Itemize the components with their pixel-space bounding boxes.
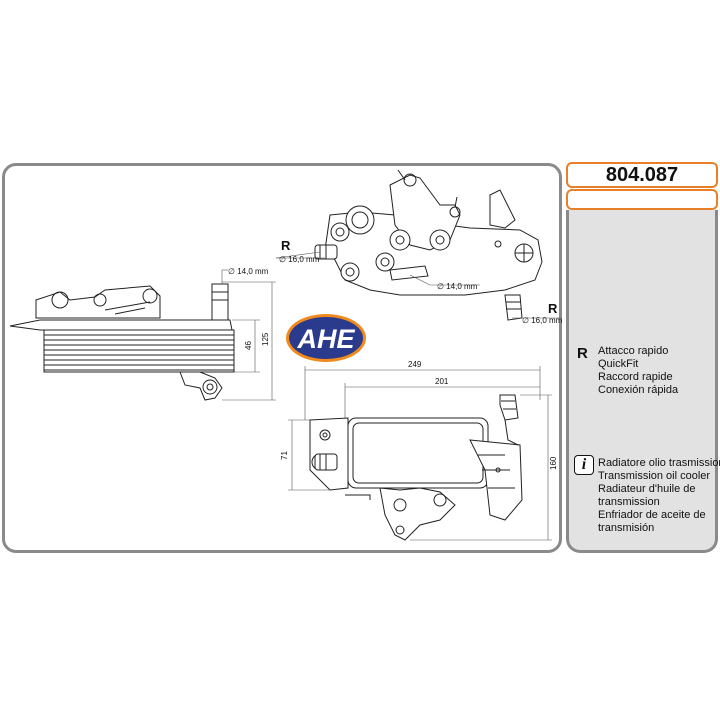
dim-height-small: 46 [244, 341, 253, 350]
legend-line: Conexión rápida [598, 384, 679, 396]
part-number: 804.087 [566, 162, 718, 188]
side-view [9, 283, 235, 401]
description-line: transmisión [598, 522, 655, 534]
top-view [314, 169, 543, 321]
leader-lines [275, 251, 560, 319]
info-icon: i [574, 455, 594, 475]
callout-r-right: R [548, 301, 558, 316]
dim-diameter-4: ∅ 16,0 mm [522, 316, 563, 325]
dim-diameter-1: ∅ 14,0 mm [228, 267, 269, 276]
dim-width-total: 160 [549, 456, 558, 470]
logo-text: AHE [296, 324, 355, 354]
front-view [309, 394, 523, 541]
description-line: Transmission oil cooler [598, 470, 711, 482]
callout-r-left: R [281, 238, 291, 253]
dim-length-overall: 249 [408, 360, 422, 369]
dim-width-core: 71 [280, 451, 289, 460]
legend-line: Attacco rapido [598, 345, 669, 357]
description-line: transmission [598, 496, 660, 508]
legend-line: QuickFit [598, 358, 639, 370]
dim-diameter-2: ∅ 16,0 mm [279, 255, 320, 264]
info-side-panel [566, 210, 718, 553]
dim-height-total: 125 [261, 332, 270, 346]
front-view-dimensions [288, 366, 552, 541]
side-view-dimensions [221, 269, 276, 401]
legend-letter: R [577, 345, 588, 362]
description-line: Enfriador de aceite de [598, 509, 706, 521]
description-line: Radiatore olio trasmissione [598, 457, 720, 469]
legend-text: Attacco rapido QuickFit Raccord rapide C… [598, 345, 678, 397]
dimension-labels: ∅ 14,0 mm ∅ 16,0 mm ∅ 14,0 mm ∅ 16,0 mm … [228, 238, 563, 470]
part-subtitle-box [566, 189, 718, 210]
ahe-logo: AHE [286, 314, 366, 362]
dim-diameter-3: ∅ 14,0 mm [437, 282, 478, 291]
legend-line: Raccord rapide [598, 371, 673, 383]
dim-length-core: 201 [435, 377, 449, 386]
description-line: Radiateur d'huile de [598, 483, 696, 495]
description-text: Radiatore olio trasmissione Transmission… [598, 457, 720, 535]
